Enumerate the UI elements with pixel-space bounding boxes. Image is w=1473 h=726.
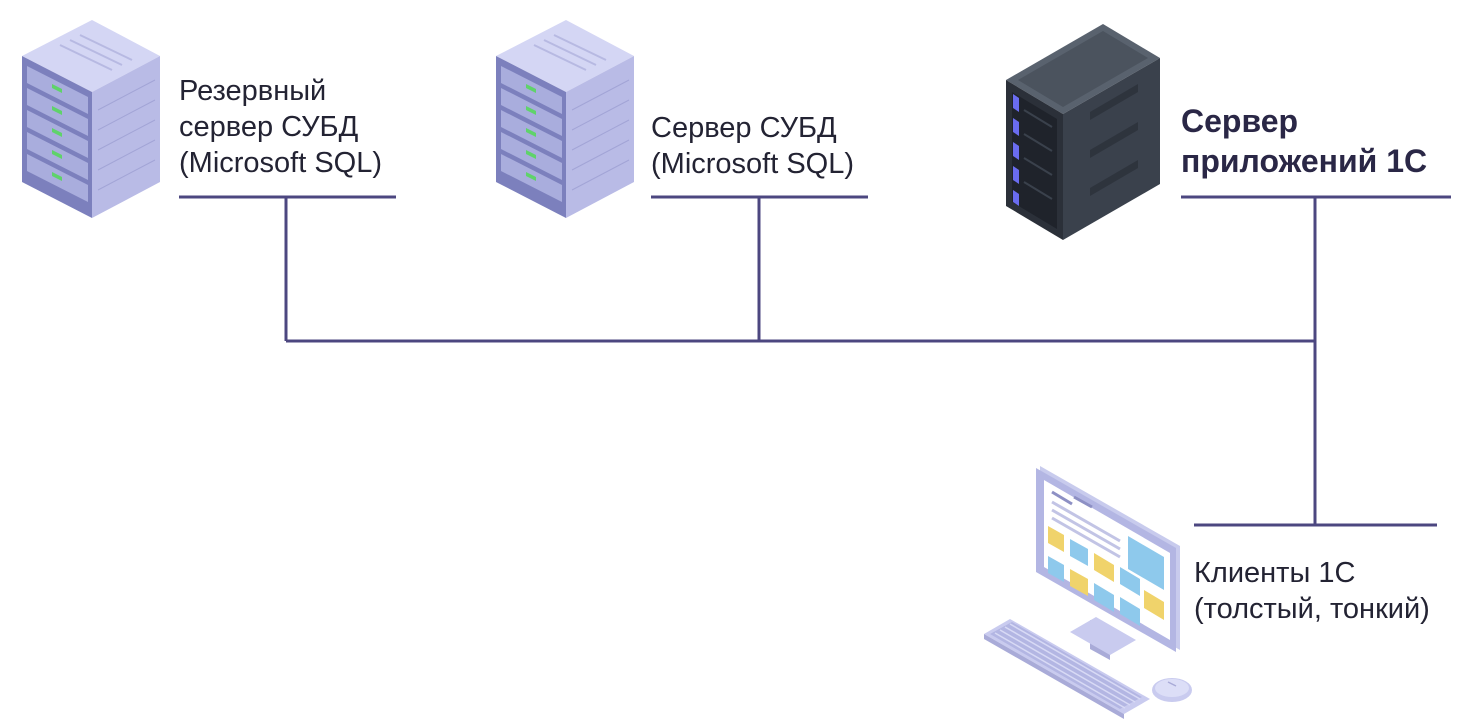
app-server-label: Сервер приложений 1С <box>1181 101 1427 181</box>
db-label-line-1: Сервер СУБД <box>651 112 837 144</box>
rack-server-icon <box>495 19 635 219</box>
clients-label: Клиенты 1С (толстый, тонкий) <box>1194 555 1430 627</box>
backup-db-label-line-1: Резервный <box>179 75 327 107</box>
tower-server-icon <box>1006 24 1160 240</box>
db-server-label: Сервер СУБД (Microsoft SQL) <box>651 110 854 182</box>
app-server-label-line-1: Сервер <box>1181 103 1299 139</box>
clients-label-line-1: Клиенты 1С <box>1194 557 1356 589</box>
connection-lines <box>179 195 1451 527</box>
db-label-line-2: (Microsoft SQL) <box>651 148 855 180</box>
clients-label-line-2: (толстый, тонкий) <box>1194 593 1430 625</box>
backup-db-server-label: Резервный сервер СУБД (Microsoft SQL) <box>179 73 382 181</box>
backup-db-label-line-3: (Microsoft SQL) <box>179 147 383 179</box>
rack-server-icon <box>21 19 161 219</box>
backup-db-label-line-2: сервер СУБД <box>179 111 359 143</box>
desktop-computer-icon <box>984 466 1192 719</box>
app-server-label-line-2: приложений 1С <box>1181 143 1428 179</box>
